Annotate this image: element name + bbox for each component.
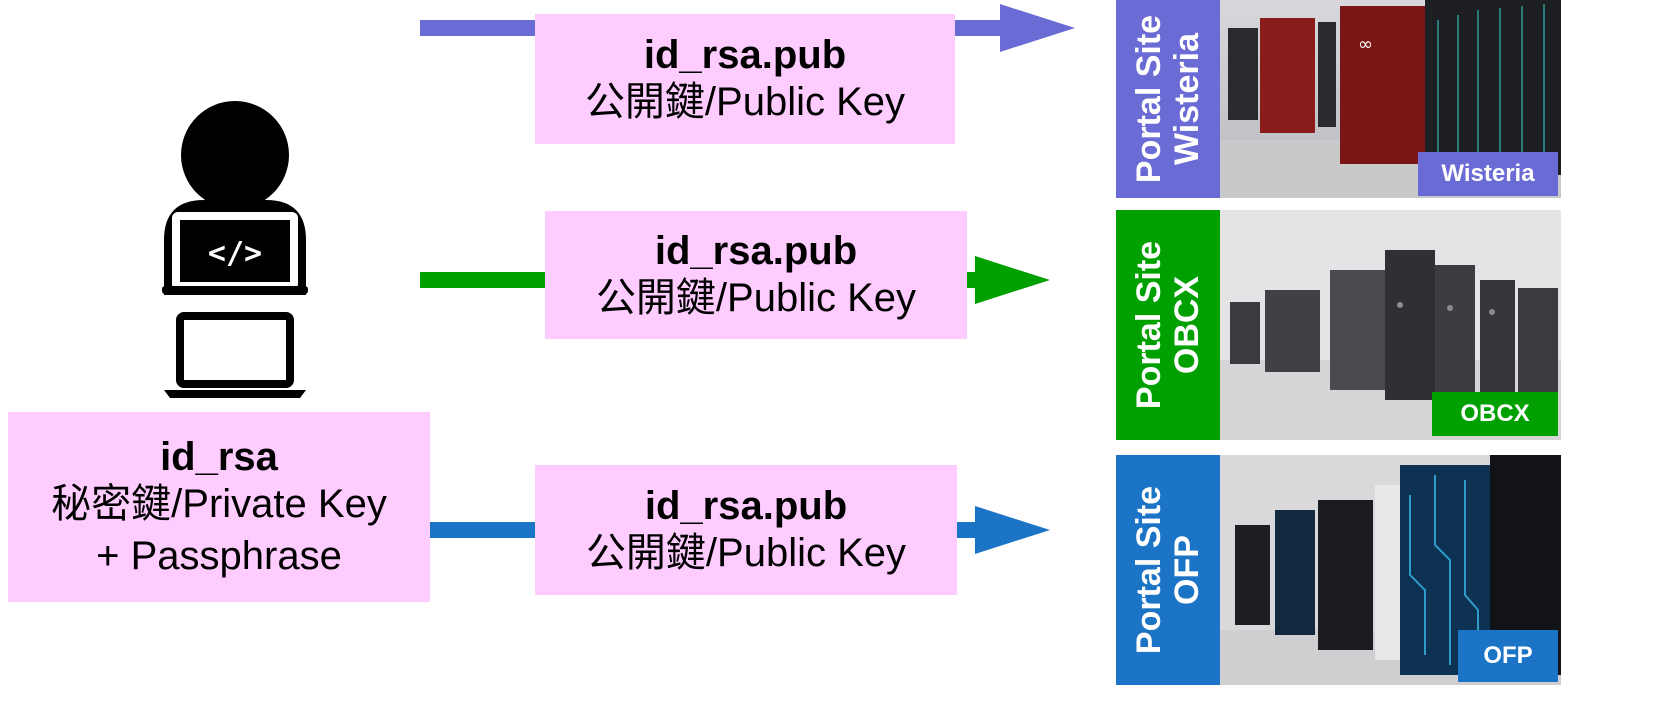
public-key-box-wisteria: id_rsa.pub 公開鍵/Public Key	[535, 14, 955, 144]
laptop-icon	[164, 312, 306, 398]
portal-line1: Portal Site	[1130, 14, 1169, 184]
passphrase-label: + Passphrase	[96, 534, 342, 578]
portal-line2: OFP	[1168, 535, 1207, 605]
portal-line1: Portal Site	[1130, 240, 1169, 410]
private-key-file: id_rsa	[160, 435, 278, 479]
portal-site-ofp: Portal Site OFP	[1116, 455, 1220, 685]
developer-person-icon: </>	[162, 101, 308, 295]
public-key-file: id_rsa.pub	[643, 33, 847, 77]
private-key-box: id_rsa 秘密鍵/Private Key + Passphrase	[8, 412, 430, 602]
wisteria-badge: Wisteria	[1418, 152, 1558, 196]
svg-text:∞: ∞	[1358, 34, 1373, 55]
portal-line2: Wisteria	[1168, 33, 1207, 165]
obcx-photo	[1220, 210, 1561, 440]
public-key-label: 公開鍵/Public Key	[585, 531, 907, 575]
portal-line1: Portal Site	[1130, 485, 1169, 655]
arrow-head-obcx	[975, 256, 1050, 304]
public-key-box-obcx: id_rsa.pub 公開鍵/Public Key	[545, 211, 967, 339]
private-key-label: 秘密鍵/Private Key	[51, 482, 387, 526]
public-key-label: 公開鍵/Public Key	[595, 276, 917, 320]
ofp-badge: OFP	[1458, 630, 1558, 682]
portal-line2: OBCX	[1168, 275, 1207, 375]
public-key-file: id_rsa.pub	[654, 229, 858, 273]
svg-text:</>: </>	[208, 236, 262, 271]
portal-site-obcx: Portal Site OBCX	[1116, 210, 1220, 440]
public-key-box-ofp: id_rsa.pub 公開鍵/Public Key	[535, 465, 957, 595]
public-key-file: id_rsa.pub	[644, 484, 848, 528]
obcx-badge: OBCX	[1432, 392, 1558, 436]
portal-site-wisteria: Portal Site Wisteria	[1116, 0, 1220, 198]
arrow-head-wisteria	[1000, 4, 1075, 52]
public-key-label: 公開鍵/Public Key	[584, 80, 906, 124]
arrow-head-ofp	[975, 506, 1050, 554]
